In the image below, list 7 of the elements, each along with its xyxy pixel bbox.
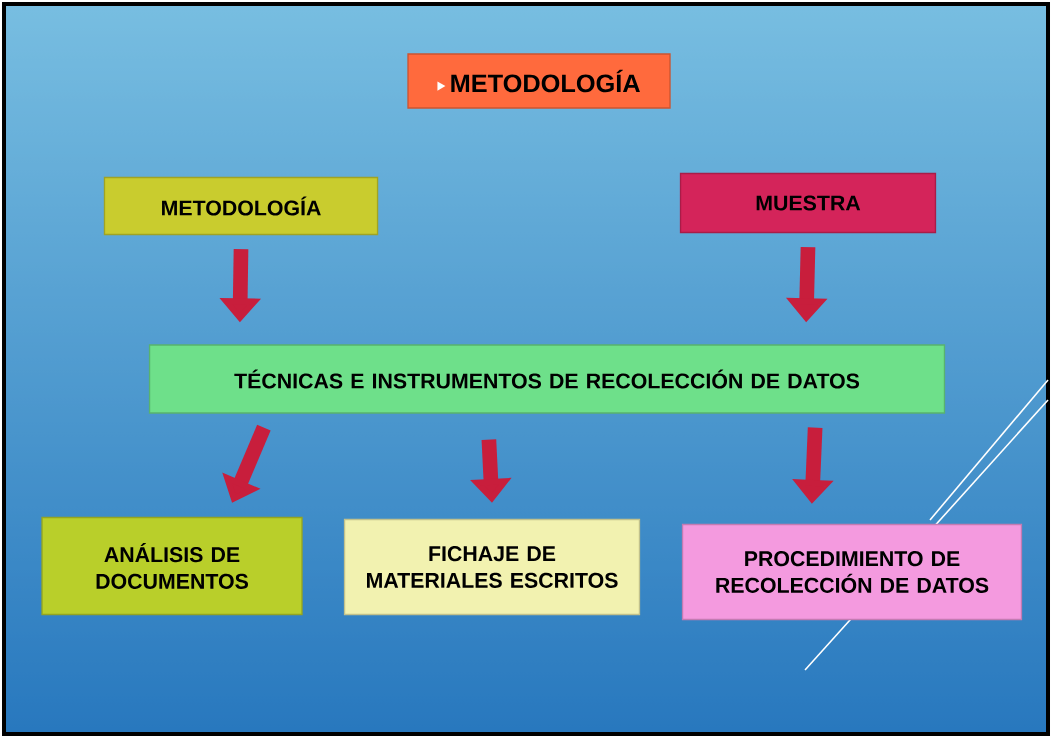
techniques-box: TÉCNICAS E INSTRUMENTOS DE RECOLECCIÓN DE DATOS (148, 344, 946, 414)
title-box: METODOLOGÍA (407, 53, 671, 109)
method-box: METODOLOGÍA (103, 176, 379, 236)
sample-box: MUESTRA (679, 172, 937, 234)
process-box: ANÁLISIS DE DOCUMENTOS (41, 516, 303, 616)
process-box: PROCEDIMIENTO DE RECOLECCIÓN DE DATOS (681, 523, 1023, 621)
process-box: FICHAJE DE MATERIALES ESCRITOS (343, 518, 641, 616)
